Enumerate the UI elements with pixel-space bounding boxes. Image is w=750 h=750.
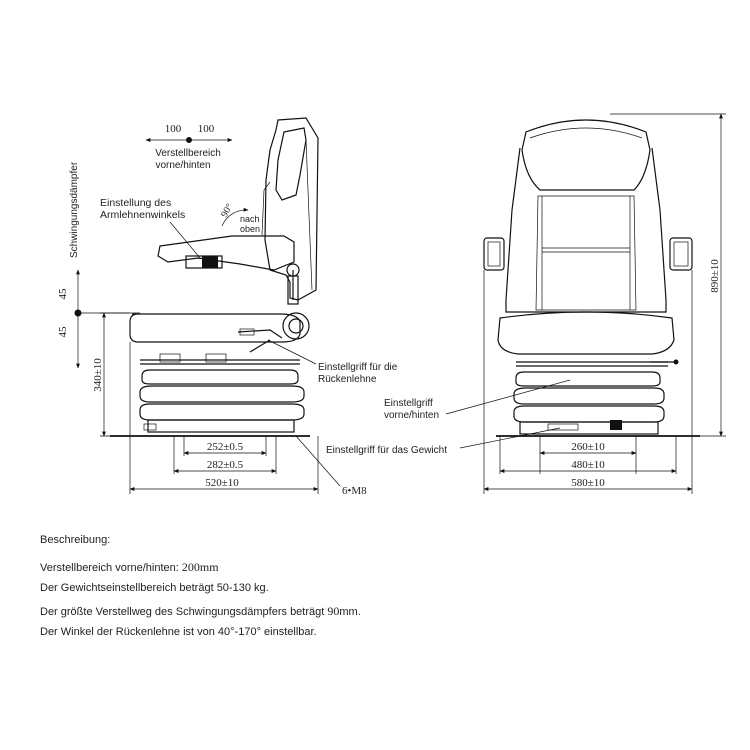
fore-aft-handle-label-2: vorne/hinten xyxy=(384,410,439,421)
line1-text: Verstellbereich vorne/hinten: xyxy=(40,562,182,574)
dim-260: 260±10 xyxy=(571,441,605,453)
top-dim-left: 100 xyxy=(165,123,182,135)
weight-handle-label: Einstellgriff für das Gewicht xyxy=(326,445,447,456)
adjust-range-label-2: vorne/hinten xyxy=(155,160,210,171)
front-height-dim: 890±10 xyxy=(709,259,721,293)
bolts-label: 6•M8 xyxy=(342,485,367,497)
line3-value: 90 xyxy=(327,604,340,618)
front-view: 890±10 Einstellgriff vorne/hinten Einste… xyxy=(326,113,726,494)
line1-value: 200 xyxy=(181,560,200,574)
dim-520: 520±10 xyxy=(205,477,239,489)
line3-unit: mm. xyxy=(339,606,361,618)
technical-drawing: 100 100 Verstellbereich vorne/hinten Sch… xyxy=(57,113,726,497)
description-line-3: Der größte Verstellweg des Schwingungsdä… xyxy=(40,604,361,619)
side-view: 100 100 Verstellbereich vorne/hinten Sch… xyxy=(57,117,398,497)
fore-aft-handle-label-1: Einstellgriff xyxy=(384,398,433,409)
damper-up-value: 45 xyxy=(57,288,69,300)
armrest-label-2: Armlehnenwinkels xyxy=(100,209,185,221)
armrest-label-1: Einstellung des xyxy=(100,197,171,209)
side-height-dim: 340±10 xyxy=(92,358,104,392)
description-heading: Beschreibung: xyxy=(40,534,111,546)
line3-text: Der größte Verstellweg des Schwingungsdä… xyxy=(40,606,328,618)
dim-282: 282±0.5 xyxy=(207,459,244,471)
dim-252: 252±0.5 xyxy=(207,441,244,453)
description-line-1: Verstellbereich vorne/hinten: 200mm xyxy=(40,560,219,575)
damper-down-value: 45 xyxy=(57,326,69,338)
angle-dir-2: oben xyxy=(240,224,260,234)
backrest-handle-label-1: Einstellgriff für die xyxy=(318,362,398,373)
description-line-2: Der Gewichtseinstellbereich beträgt 50-1… xyxy=(40,582,269,594)
angle-dir-1: nach xyxy=(240,214,260,224)
top-dim-right: 100 xyxy=(198,123,215,135)
dim-580: 580±10 xyxy=(571,477,605,489)
angle-value: 90° xyxy=(219,202,236,220)
backrest-handle-label-2: Rückenlehne xyxy=(318,374,377,385)
description-line-4: Der Winkel der Rückenlehne ist von 40°-1… xyxy=(40,626,317,638)
damper-label: Schwingungsdämpfer xyxy=(69,161,80,258)
dim-480: 480±10 xyxy=(571,459,605,471)
line1-unit: mm xyxy=(199,560,219,574)
adjust-range-label: Verstellbereich xyxy=(155,148,221,159)
